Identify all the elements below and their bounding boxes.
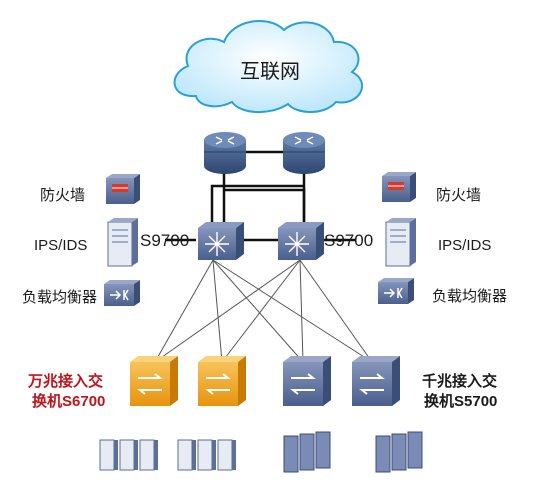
access-switch-1g-1 xyxy=(283,356,331,406)
server-group-3 xyxy=(283,431,331,473)
access-switch-10g-2 xyxy=(198,356,246,406)
load-balancer-right xyxy=(378,278,414,304)
ips-right xyxy=(385,218,416,267)
left-load-balancer-label: 负载均衡器 xyxy=(22,289,97,306)
load-balancer-left xyxy=(104,280,140,306)
access-1g-label-line1: 千兆接入交 xyxy=(422,372,497,390)
left-firewall-label: 防火墙 xyxy=(40,187,85,204)
access-10g-label-line2: 换机S6700 xyxy=(32,392,105,410)
server-group-2 xyxy=(177,439,236,471)
right-firewall-label: 防火墙 xyxy=(436,187,481,204)
ips-left xyxy=(107,218,138,267)
right-ips-label: IPS/IDS xyxy=(438,237,491,254)
server-group-1 xyxy=(99,439,158,471)
core-left-label: S9700 xyxy=(140,231,189,250)
core-right-label: S9700 xyxy=(324,231,373,250)
firewall-left xyxy=(106,174,140,204)
left-ips-label: IPS/IDS xyxy=(34,237,87,254)
core-switch-right xyxy=(278,222,324,260)
connection-lines xyxy=(154,259,373,363)
right-load-balancer-label: 负载均衡器 xyxy=(432,288,507,305)
core-switch-left xyxy=(198,222,244,260)
access-switch-1g-2 xyxy=(352,356,400,406)
internet-cloud: 互联网 xyxy=(173,19,364,114)
firewall-right xyxy=(382,172,416,202)
access-switch-10g-1 xyxy=(130,356,178,406)
internet-label: 互联网 xyxy=(240,60,300,83)
server-group-4 xyxy=(375,431,423,473)
router-right xyxy=(283,132,325,174)
router-left xyxy=(204,132,246,174)
access-10g-label-line1: 万兆接入交 xyxy=(27,372,103,390)
access-1g-label-line2: 换机S5700 xyxy=(424,392,497,410)
core-links xyxy=(165,150,356,242)
